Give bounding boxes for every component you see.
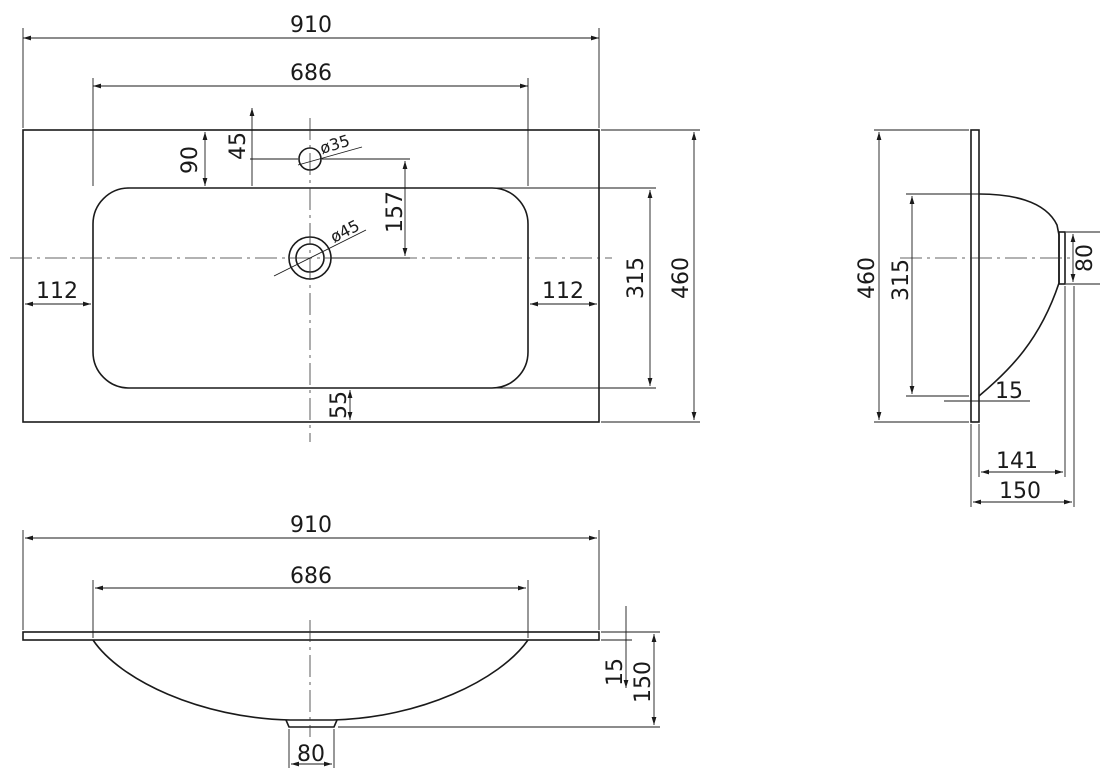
dim-tap-to-bowl: 45 <box>226 132 251 160</box>
dim-side-overall-height: 150 <box>999 479 1041 504</box>
side-view-bowl-profile <box>978 193 1060 397</box>
dim-side-bowl-height: 141 <box>996 449 1038 474</box>
dim-overall-depth: 460 <box>669 257 694 299</box>
dim-drain-to-tap: 157 <box>383 191 408 233</box>
front-view-bowl-profile <box>92 639 529 721</box>
front-view-drain <box>285 719 338 728</box>
front-view: 910 686 15 150 80 <box>22 513 660 768</box>
front-view-slab <box>22 631 600 641</box>
dim-right-margin: 112 <box>542 279 584 304</box>
top-view-bowl-outline <box>92 187 529 389</box>
leader-tap-diameter <box>297 146 363 166</box>
dim-front-overall-width: 910 <box>290 513 332 538</box>
dim-bowl-width: 686 <box>290 61 332 86</box>
dim-side-drain-width: 80 <box>1073 244 1098 272</box>
dim-side-overall-depth: 460 <box>855 257 880 299</box>
dim-overall-width: 910 <box>290 13 332 38</box>
leader-drain-diameter <box>273 229 367 277</box>
top-view-slab-outline <box>22 129 600 423</box>
dim-side-bowl-depth: 315 <box>889 259 914 301</box>
dim-front-drain-width: 80 <box>297 742 325 767</box>
dim-side-slab-thickness: 15 <box>995 379 1023 404</box>
side-view: 460 315 80 15 141 150 <box>855 129 1100 507</box>
side-view-slab <box>970 129 980 423</box>
dim-left-margin: 112 <box>36 279 78 304</box>
dim-front-slab-thickness: 15 <box>603 658 628 686</box>
dim-tap-offset-top: 90 <box>178 146 203 174</box>
dim-front-margin: 55 <box>327 391 352 419</box>
dim-front-overall-height: 150 <box>631 661 656 703</box>
dim-bowl-depth: 315 <box>624 257 649 299</box>
dim-front-bowl-width: 686 <box>290 564 332 589</box>
dim-tap-diameter: ø35 <box>318 131 352 158</box>
top-view: 910 686 90 45 ø35 157 ø45 112 112 <box>10 13 700 442</box>
dim-drain-diameter: ø45 <box>327 216 362 247</box>
